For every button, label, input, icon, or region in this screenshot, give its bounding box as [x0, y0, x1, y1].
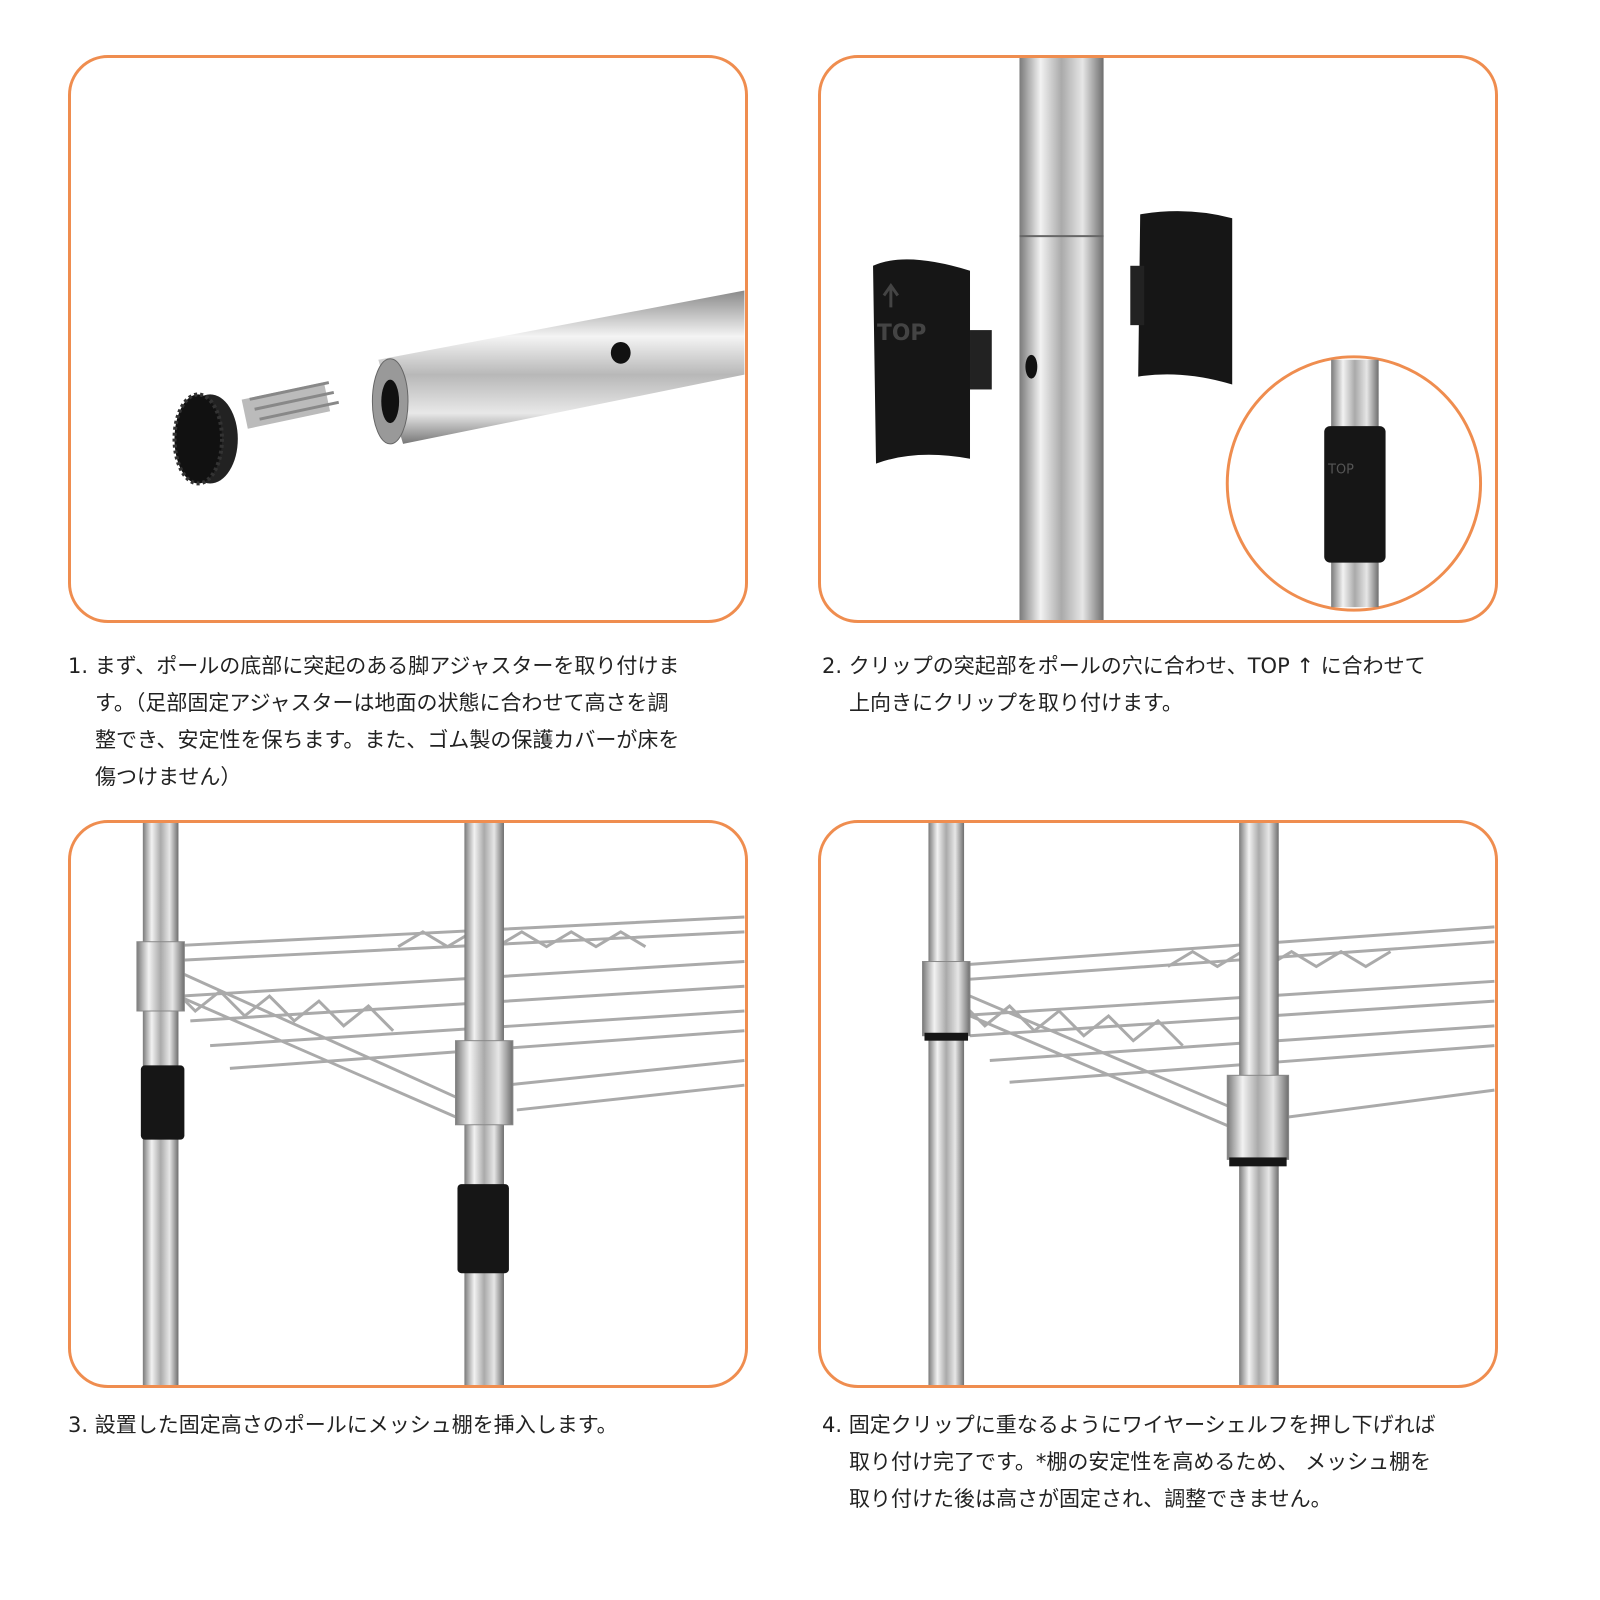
step-line: 取り付けた後は高さが固定され、調整できません。	[849, 1487, 1332, 1511]
step1-illustration	[68, 55, 748, 623]
wire-shelf-icon	[136, 823, 745, 1385]
step-line: 3. 設置した固定高さのポールにメッシュ棚を挿入します。	[68, 1413, 618, 1437]
step-line: 取り付け完了です。*棚の安定性を高めるため、 メッシュ棚を	[849, 1450, 1432, 1474]
step2-illustration: TOP TOP	[818, 55, 1498, 623]
step3-illustration	[68, 820, 748, 1388]
step-line: 整でき、安定性を保ちます。また、ゴム製の保護カバーが床を	[95, 728, 680, 752]
pole-icon	[1019, 58, 1104, 620]
clip-top-label-detail: TOP	[1327, 463, 1354, 478]
step-line: 上向きにクリップを取り付けます。	[849, 691, 1183, 715]
clip-icon: TOP	[873, 211, 1233, 464]
step3-text: 3. 設置した固定高さのポールにメッシュ棚を挿入します。	[68, 1407, 768, 1444]
step4-text: 4. 固定クリップに重なるようにワイヤーシェルフを押し下げれば 取り付け完了です…	[822, 1407, 1522, 1518]
wire-shelf-icon	[922, 823, 1495, 1385]
clip-top-label: TOP	[877, 321, 926, 346]
step2-text: 2. クリップの突起部をポールの穴に合わせ、TOP ↑ に合わせて 上向きにクリ…	[822, 648, 1522, 722]
step1-text: 1. まず、ポールの底部に突起のある脚アジャスターを取り付けま す。（足部固定ア…	[68, 648, 768, 796]
step-line: 傷つけません）	[95, 765, 242, 789]
step4-illustration	[818, 820, 1498, 1388]
pole-icon	[928, 823, 965, 1385]
screw	[172, 381, 340, 486]
step-line: 4. 固定クリップに重なるようにワイヤーシェルフを押し下げれば	[822, 1413, 1436, 1437]
step-line: 1. まず、ポールの底部に突起のある脚アジャスターを取り付けま	[68, 654, 680, 678]
pole-icon	[371, 290, 745, 445]
leveling-foot-icon	[172, 290, 745, 486]
step-line: 2. クリップの突起部をポールの穴に合わせ、TOP ↑ に合わせて	[822, 654, 1426, 678]
step-line: す。（足部固定アジャスターは地面の状態に合わせて高さを調	[95, 691, 669, 715]
